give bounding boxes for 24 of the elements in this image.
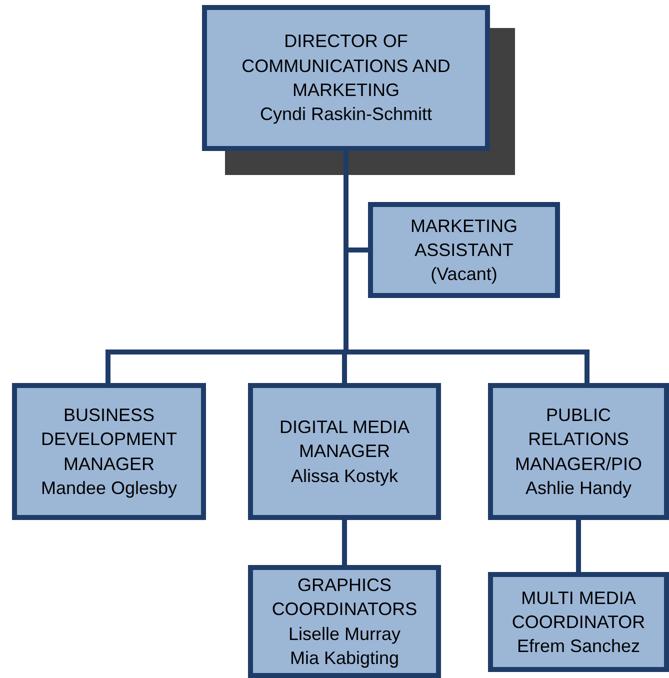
org-box (12, 383, 206, 520)
connector-line (342, 520, 347, 565)
org-box (368, 202, 560, 298)
job-title: MARKETING ASSISTANT (409, 214, 518, 262)
org-box (248, 565, 441, 678)
org-box (488, 572, 669, 672)
org-box (202, 5, 490, 151)
person-name: Liselle Murray (288, 622, 401, 646)
person-name: Efrem Sanchez (516, 635, 640, 658)
org-box (248, 383, 441, 520)
job-title: DIRECTOR OF COMMUNICATIONS AND MARKETING (240, 30, 452, 102)
person-name: Cyndi Raskin-Schmitt (260, 103, 432, 126)
person-name: Alissa Kostyk (290, 464, 398, 488)
org-box (488, 383, 669, 520)
person-name: Mandee Oglesby (40, 476, 178, 500)
job-title: GRAPHICS COORDINATORS (270, 574, 418, 622)
job-title: PUBLIC RELATIONS MANAGER/PIO (514, 404, 644, 476)
person-name: Ashlie Handy (525, 476, 632, 500)
job-title: BUSINESS DEVELOPMENT MANAGER (40, 404, 178, 476)
person-name: (Vacant) (430, 263, 498, 286)
job-title: DIGITAL MEDIA MANAGER (278, 416, 411, 464)
connector-line (576, 520, 581, 572)
person-name: Mia Kabigting (290, 646, 400, 670)
job-title: MULTI MEDIA COORDINATOR (510, 586, 646, 634)
